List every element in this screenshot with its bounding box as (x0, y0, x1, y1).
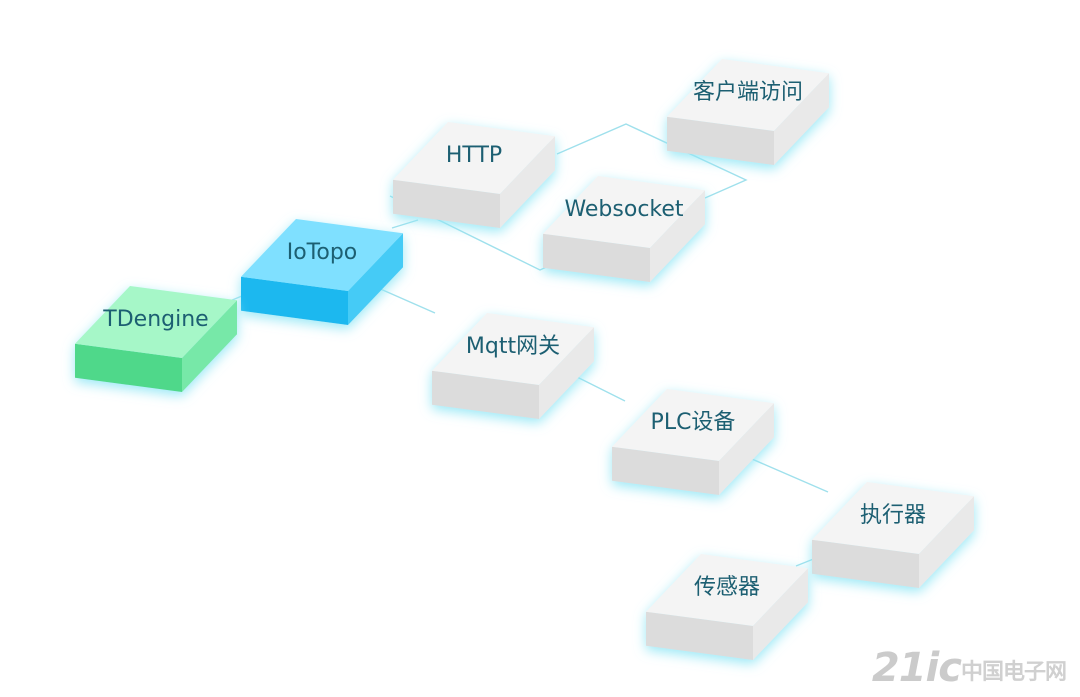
node-mqtt-label: Mqtt网关 (466, 334, 560, 359)
node-tdengine-top-face (75, 286, 237, 358)
node-iotopo-right-face (348, 233, 403, 325)
node-actuator-label: 执行器 (860, 503, 926, 528)
edge-iotopo-to-mqtt (375, 286, 436, 314)
node-sensor[interactable]: 传感器 (646, 554, 808, 660)
node-iotopo[interactable]: IoTopo (241, 219, 403, 325)
node-plc[interactable]: PLC设备 (612, 389, 774, 495)
node-mqtt-top-face (432, 313, 594, 385)
node-client-label: 客户端访问 (693, 80, 803, 105)
node-client-top-face (667, 59, 829, 131)
watermark-main: 21ic (871, 645, 962, 691)
node-plc-label: PLC设备 (651, 410, 736, 435)
node-actuator-left-face (812, 539, 919, 588)
node-websocket-label: Websocket (564, 197, 683, 222)
node-client[interactable]: 客户端访问 (667, 59, 829, 165)
node-actuator-right-face (919, 496, 974, 588)
node-websocket-left-face (543, 233, 650, 282)
node-mqtt-left-face (432, 370, 539, 419)
watermark-logo: 21ic中国电子网 (871, 645, 1067, 691)
node-iotopo-left-face (241, 276, 348, 325)
node-http-top-face (393, 122, 555, 194)
node-mqtt-right-face (539, 327, 594, 419)
node-plc-left-face (612, 446, 719, 495)
node-http[interactable]: HTTP (393, 122, 555, 228)
node-tdengine-label: TDengine (102, 307, 208, 332)
node-mqtt[interactable]: Mqtt网关 (432, 313, 594, 419)
node-sensor-left-face (646, 611, 753, 660)
node-iotopo-top-face (241, 219, 403, 291)
node-tdengine-left-face (75, 343, 182, 392)
node-websocket-right-face (650, 190, 705, 282)
node-plc-top-face (612, 389, 774, 461)
node-client-left-face (667, 116, 774, 165)
node-http-left-face (393, 179, 500, 228)
node-sensor-right-face (753, 568, 808, 660)
node-websocket-top-face (543, 176, 705, 248)
node-plc-right-face (719, 403, 774, 495)
node-http-label: HTTP (446, 143, 502, 168)
edge-plc-to-actuator (744, 455, 829, 493)
node-websocket[interactable]: Websocket (543, 176, 705, 282)
node-client-right-face (774, 73, 829, 165)
node-http-right-face (500, 136, 555, 228)
node-sensor-top-face (646, 554, 808, 626)
node-iotopo-label: IoTopo (287, 240, 358, 265)
node-sensor-label: 传感器 (694, 575, 760, 600)
node-tdengine-right-face (182, 300, 237, 392)
node-actuator-top-face (812, 482, 974, 554)
node-actuator[interactable]: 执行器 (812, 482, 974, 588)
watermark-sub: 中国电子网 (960, 660, 1067, 685)
edge-iotopo-to-http (391, 219, 419, 229)
node-tdengine[interactable]: TDengine (75, 286, 237, 392)
